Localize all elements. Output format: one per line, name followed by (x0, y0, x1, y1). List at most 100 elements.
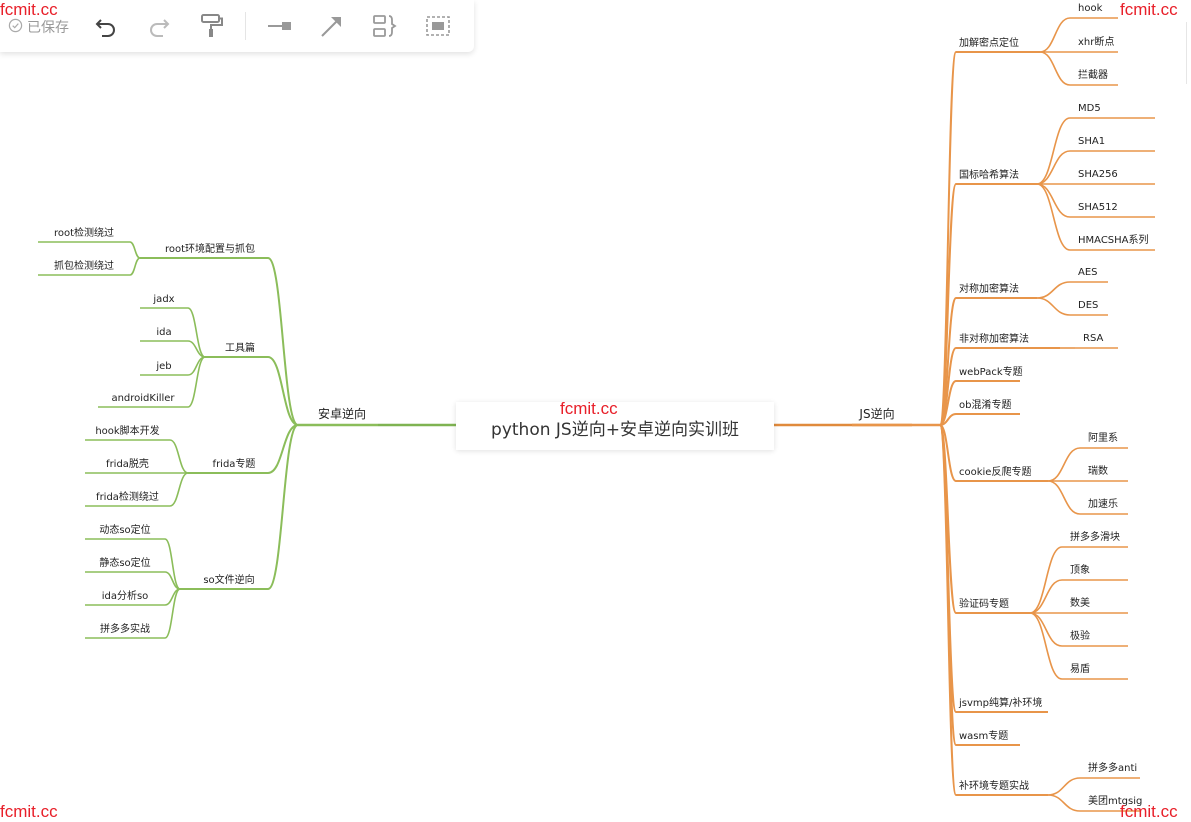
arrow-button[interactable] (318, 12, 346, 40)
js-sub-branch-10-1 (1047, 794, 1081, 812)
android-subtopic-3-0[interactable]: 动态so定位 (99, 523, 150, 536)
js-sub-branch-1-4 (1036, 183, 1071, 251)
watermark-top-left: fcmit.cc (0, 0, 58, 19)
js-subtopic-3-0[interactable]: RSA (1083, 333, 1103, 344)
android-branch-1 (267, 356, 299, 426)
js-topic-6[interactable]: cookie反爬专题 (959, 465, 1031, 478)
android-subtopic-3-2[interactable]: ida分析so (102, 589, 149, 602)
android-topic-1[interactable]: 工具篇 (225, 341, 255, 354)
arrow-icon (318, 17, 346, 44)
android-sub-branch-2-2 (169, 472, 189, 507)
js-subtopic-10-1[interactable]: 美团mtgsig (1088, 794, 1142, 807)
android-branch-0 (267, 257, 299, 426)
android-subtopic-0-1[interactable]: 抓包检测绕过 (54, 259, 114, 272)
js-subtopic-1-2[interactable]: SHA256 (1078, 169, 1118, 180)
js-sub-branch-10-0 (1047, 777, 1081, 796)
js-subtopic-1-0[interactable]: MD5 (1078, 103, 1101, 114)
js-subtopic-7-1[interactable]: 顶象 (1070, 564, 1090, 576)
redo-button[interactable] (145, 12, 173, 40)
js-subtopic-7-0[interactable]: 拼多多滑块 (1070, 530, 1120, 543)
js-subtopic-7-4[interactable]: 易盾 (1070, 663, 1090, 675)
js-sub-branch-7-1 (1029, 579, 1063, 614)
js-topic-4[interactable]: webPack专题 (959, 365, 1023, 378)
js-subtopic-2-1[interactable]: DES (1078, 300, 1098, 311)
format-painter-button[interactable] (198, 12, 226, 40)
android-subtopic-0-0[interactable]: root检测绕过 (54, 226, 114, 239)
android-subtopic-2-1[interactable]: frida脱壳 (106, 457, 149, 470)
android-subtopic-2-0[interactable]: hook脚本开发 (95, 424, 159, 437)
js-subtopic-0-0[interactable]: hook (1078, 3, 1103, 14)
undo-button[interactable] (92, 12, 120, 40)
js-reverse-label[interactable]: JS逆向 (858, 406, 894, 421)
js-sub-branch-2-1 (1036, 297, 1071, 316)
relation-line-button[interactable] (266, 12, 294, 40)
js-topic-3[interactable]: 非对称加密算法 (959, 332, 1029, 345)
js-sub-branch-7-4 (1029, 612, 1063, 680)
android-topic-0[interactable]: root环境配置与抓包 (165, 242, 255, 255)
android-subtopic-1-2[interactable]: jeb (155, 361, 171, 372)
js-topic-5[interactable]: ob混淆专题 (959, 398, 1011, 411)
js-topic-0[interactable]: 加解密点定位 (959, 36, 1019, 49)
android-subtopic-1-1[interactable]: ida (156, 327, 171, 338)
save-status: 已保存 (8, 17, 69, 37)
js-topic-7[interactable]: 验证码专题 (959, 597, 1009, 610)
js-subtopic-0-2[interactable]: 拦截器 (1078, 68, 1108, 81)
check-circle-icon (8, 18, 23, 36)
root-topic[interactable]: python JS逆向+安卓逆向实训班 (456, 402, 774, 450)
js-sub-branch-7-0 (1029, 546, 1063, 614)
summary-button[interactable] (371, 12, 399, 40)
android-topic-2[interactable]: frida专题 (213, 457, 256, 470)
android-subtopic-2-2[interactable]: frida检测绕过 (96, 490, 159, 503)
js-sub-branch-7-3 (1029, 612, 1063, 647)
js-subtopic-0-1[interactable]: xhr断点 (1078, 35, 1114, 48)
js-sub-branch-6-2 (1047, 480, 1081, 515)
js-topic-2[interactable]: 对称加密算法 (959, 282, 1019, 295)
android-subtopic-3-3[interactable]: 拼多多实战 (100, 622, 150, 635)
watermark-bottom-left: fcmit.cc (0, 802, 58, 821)
android-branch-2 (267, 424, 299, 474)
js-subtopic-6-2[interactable]: 加速乐 (1088, 498, 1118, 510)
android-reverse-label[interactable]: 安卓逆向 (318, 406, 366, 421)
js-branch-6 (939, 424, 957, 482)
watermark-top-right: fcmit.cc (1120, 0, 1178, 19)
android-sub-branch-3-3 (164, 588, 181, 639)
undo-icon (92, 19, 120, 44)
js-subtopic-1-3[interactable]: SHA512 (1078, 202, 1118, 213)
js-subtopic-7-3[interactable]: 极验 (1070, 629, 1090, 642)
js-subtopic-7-2[interactable]: 数美 (1070, 596, 1090, 609)
android-subtopic-3-1[interactable]: 静态so定位 (99, 556, 150, 569)
js-topic-9[interactable]: wasm专题 (959, 729, 1008, 742)
js-sub-branch-1-0 (1036, 117, 1071, 185)
frame-button[interactable] (424, 12, 452, 40)
js-sub-branch-2-0 (1036, 281, 1071, 299)
js-topic-8[interactable]: jsvmp纯算/补环境 (958, 696, 1042, 709)
android-topic-3[interactable]: so文件逆向 (203, 573, 254, 586)
js-subtopic-2-0[interactable]: AES (1078, 267, 1098, 278)
toolbar: 已保存 (0, 0, 474, 52)
relation-line-icon (266, 22, 294, 44)
js-subtopic-10-0[interactable]: 拼多多anti (1088, 761, 1137, 774)
js-sub-branch-1-1 (1036, 150, 1071, 185)
js-topic-1[interactable]: 国标哈希算法 (959, 168, 1019, 181)
android-sub-branch-2-0 (169, 439, 189, 474)
side-panel-edge (1186, 22, 1191, 84)
summary-icon (371, 15, 399, 44)
js-subtopic-1-4[interactable]: HMACSHA系列 (1078, 233, 1149, 246)
android-subtopic-1-3[interactable]: androidKiller (111, 393, 175, 404)
js-sub-branch-0-0 (1039, 17, 1071, 53)
frame-icon (424, 16, 452, 44)
android-sub-branch-0-1 (129, 257, 141, 276)
watermark-bottom-right: fcmit.cc (1120, 802, 1178, 821)
toolbar-divider (245, 12, 246, 40)
android-subtopic-1-0[interactable]: jadx (152, 294, 174, 305)
js-topic-10[interactable]: 补环境专题实战 (959, 779, 1029, 792)
redo-icon (145, 19, 173, 44)
root-topic-label: python JS逆向+安卓逆向实训班 (491, 420, 739, 440)
js-subtopic-6-1[interactable]: 瑞数 (1088, 464, 1108, 477)
watermark-center: fcmit.cc (560, 399, 618, 418)
android-sub-branch-0-0 (129, 241, 141, 259)
js-subtopic-1-1[interactable]: SHA1 (1078, 136, 1105, 147)
js-sub-branch-6-0 (1047, 447, 1081, 482)
js-subtopic-6-0[interactable]: 阿里系 (1088, 432, 1118, 444)
